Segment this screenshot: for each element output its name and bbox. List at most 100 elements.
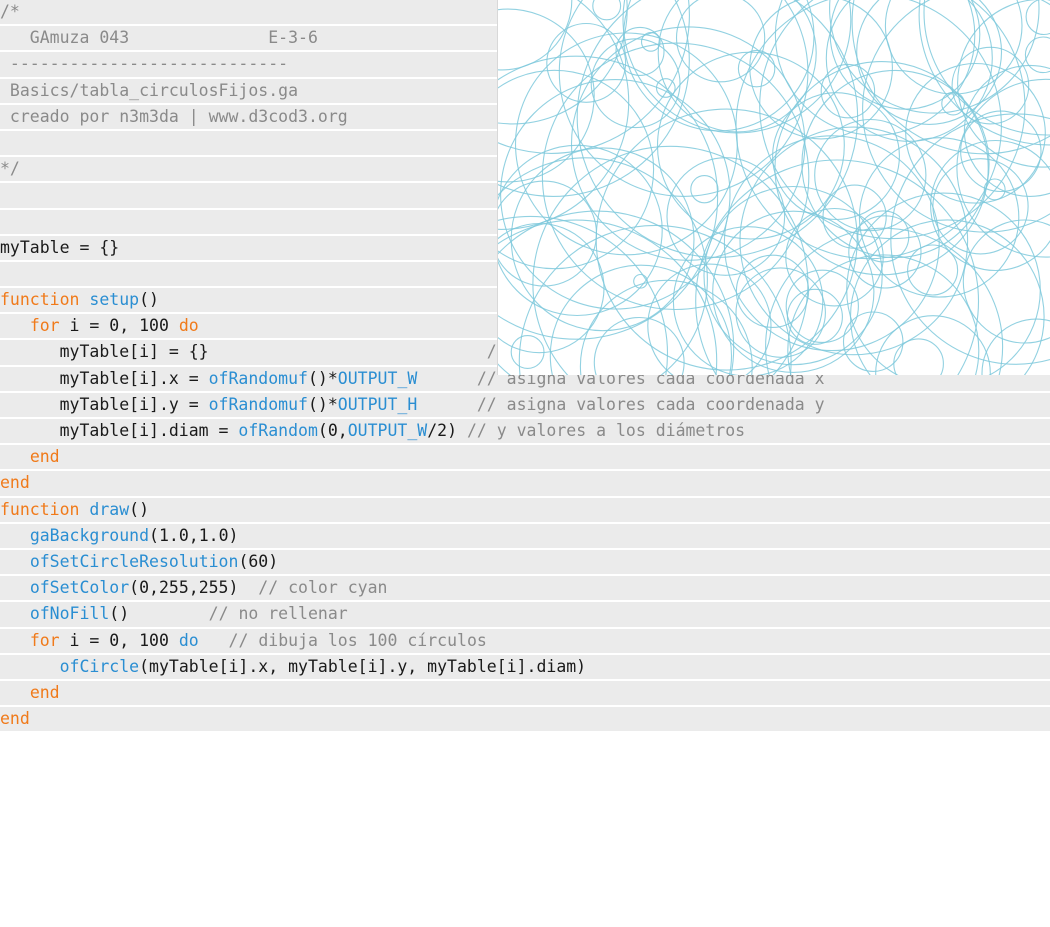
code-token: creado por n3m3da | www.d3cod3.org — [0, 106, 348, 126]
drawn-circle — [712, 210, 875, 373]
code-token — [79, 500, 89, 519]
drawn-circle — [765, 227, 1004, 375]
drawn-circle — [737, 49, 776, 88]
code-token: end — [29, 447, 60, 467]
code-token — [0, 552, 30, 571]
drawn-circle — [856, 0, 1003, 125]
code-token: // dibuja los 100 círculos — [228, 630, 487, 650]
code-token: Basics/tabla_circulosFijos.ga — [0, 80, 299, 100]
drawn-circle — [498, 215, 669, 375]
code-token: i = 0, 100 — [59, 316, 179, 336]
code-token: draw — [89, 499, 130, 519]
drawn-circle — [963, 64, 1050, 197]
drawn-circle — [774, 61, 989, 276]
code-line: end — [0, 445, 1050, 472]
drawn-circle — [640, 32, 661, 52]
random-circles-drawing — [498, 0, 1050, 375]
code-token: () — [109, 604, 209, 624]
header-comment-block: /* GAmuza 043 E-3-6 --------------------… — [0, 0, 1050, 289]
code-token: end — [0, 709, 30, 729]
code-token: (60) — [238, 551, 279, 571]
code-token: setup — [89, 290, 140, 310]
code-token: ---------------------------- — [0, 54, 289, 74]
code-line — [0, 183, 497, 210]
code-token — [0, 578, 30, 597]
code-token: ofRandomuf — [208, 394, 308, 414]
code-token: (0, — [317, 421, 348, 440]
code-token: ofSetCircleResolution — [29, 551, 239, 571]
code-token: (0,255,255) — [129, 578, 259, 598]
code-token: function — [0, 499, 80, 519]
drawn-circle — [884, 0, 1023, 95]
code-line: myTable = {} — [0, 235, 497, 262]
code-token: end — [0, 473, 30, 493]
drawn-circle — [623, 0, 815, 132]
drawn-circle — [510, 335, 545, 369]
drawn-circle — [633, 273, 648, 289]
code-token: ofNoFill — [29, 604, 110, 624]
code-line: */ — [0, 157, 497, 184]
code-token: (myTable[i].x, myTable[i].y, myTable[i].… — [139, 656, 587, 676]
code-token — [0, 631, 30, 650]
drawn-circle — [918, 0, 1050, 146]
code-token: // no rellenar — [208, 604, 348, 624]
code-line: for i = 0, 100 do // dibuja los 100 círc… — [0, 628, 1050, 655]
drawn-circle — [666, 157, 786, 276]
drawn-circle — [498, 222, 605, 354]
drawn-circle — [735, 267, 826, 358]
code-token: myTable[i].x = — [0, 368, 209, 388]
code-line: GAmuza 043 E-3-6 — [0, 26, 497, 53]
drawn-circle — [549, 264, 733, 375]
circles-output-preview — [497, 0, 1050, 375]
drawn-circle — [695, 159, 980, 375]
code-token: myTable[i].y = — [0, 394, 209, 414]
drawn-circle — [672, 226, 824, 375]
code-token: ofRandom — [238, 421, 318, 440]
drawn-circle — [875, 315, 991, 375]
code-token: /2) — [427, 421, 467, 440]
drawn-circle — [829, 0, 1040, 114]
drawn-circle — [723, 135, 940, 352]
code-line: myTable[i].y = ofRandomuf()*OUTPUT_H // … — [0, 392, 1050, 419]
code-token: // y valores a los diámetros — [466, 421, 746, 440]
drawn-circle — [514, 32, 738, 256]
code-line: /* — [0, 0, 497, 27]
drawn-circle — [951, 46, 1030, 125]
drawn-circle — [500, 79, 731, 310]
code-token — [417, 395, 477, 414]
drawn-circle — [498, 219, 718, 375]
drawn-circle — [787, 254, 980, 375]
code-line: end — [0, 707, 1050, 734]
code-token: do — [178, 316, 199, 336]
code-line: ---------------------------- — [0, 52, 497, 79]
drawn-circle — [546, 22, 627, 103]
code-line: function draw() — [0, 497, 1050, 524]
code-token: myTable = {} — [0, 237, 120, 257]
drawn-circle — [615, 26, 665, 76]
drawn-circle — [498, 55, 719, 340]
code-token: OUTPUT_W — [347, 421, 428, 440]
drawn-circle — [749, 0, 893, 140]
code-token: // color cyan — [258, 578, 388, 598]
code-line: ofSetCircleResolution(60) — [0, 549, 1050, 577]
drawn-circle — [957, 0, 1050, 168]
drawn-circle — [655, 78, 676, 98]
code-token — [0, 604, 30, 623]
drawn-circle — [1024, 36, 1050, 74]
drawn-circle — [498, 144, 663, 317]
code-line: end — [0, 680, 1050, 708]
code-token: ()* — [307, 368, 338, 388]
drawn-circle — [923, 0, 1050, 136]
drawn-circle — [592, 0, 622, 21]
code-token — [417, 369, 477, 388]
code-token: GAmuza 043 E-3-6 — [0, 28, 318, 48]
code-token: () — [129, 499, 150, 519]
drawn-circle — [498, 0, 690, 197]
code-line: creado por n3m3da | www.d3cod3.org — [0, 104, 497, 131]
code-token: // asigna valores cada coordenada y — [476, 394, 825, 414]
code-token: for — [29, 316, 60, 336]
drawn-circle — [862, 0, 1050, 233]
drawn-circle — [907, 244, 959, 296]
code-line — [0, 130, 497, 158]
drawn-circle — [981, 318, 1050, 375]
